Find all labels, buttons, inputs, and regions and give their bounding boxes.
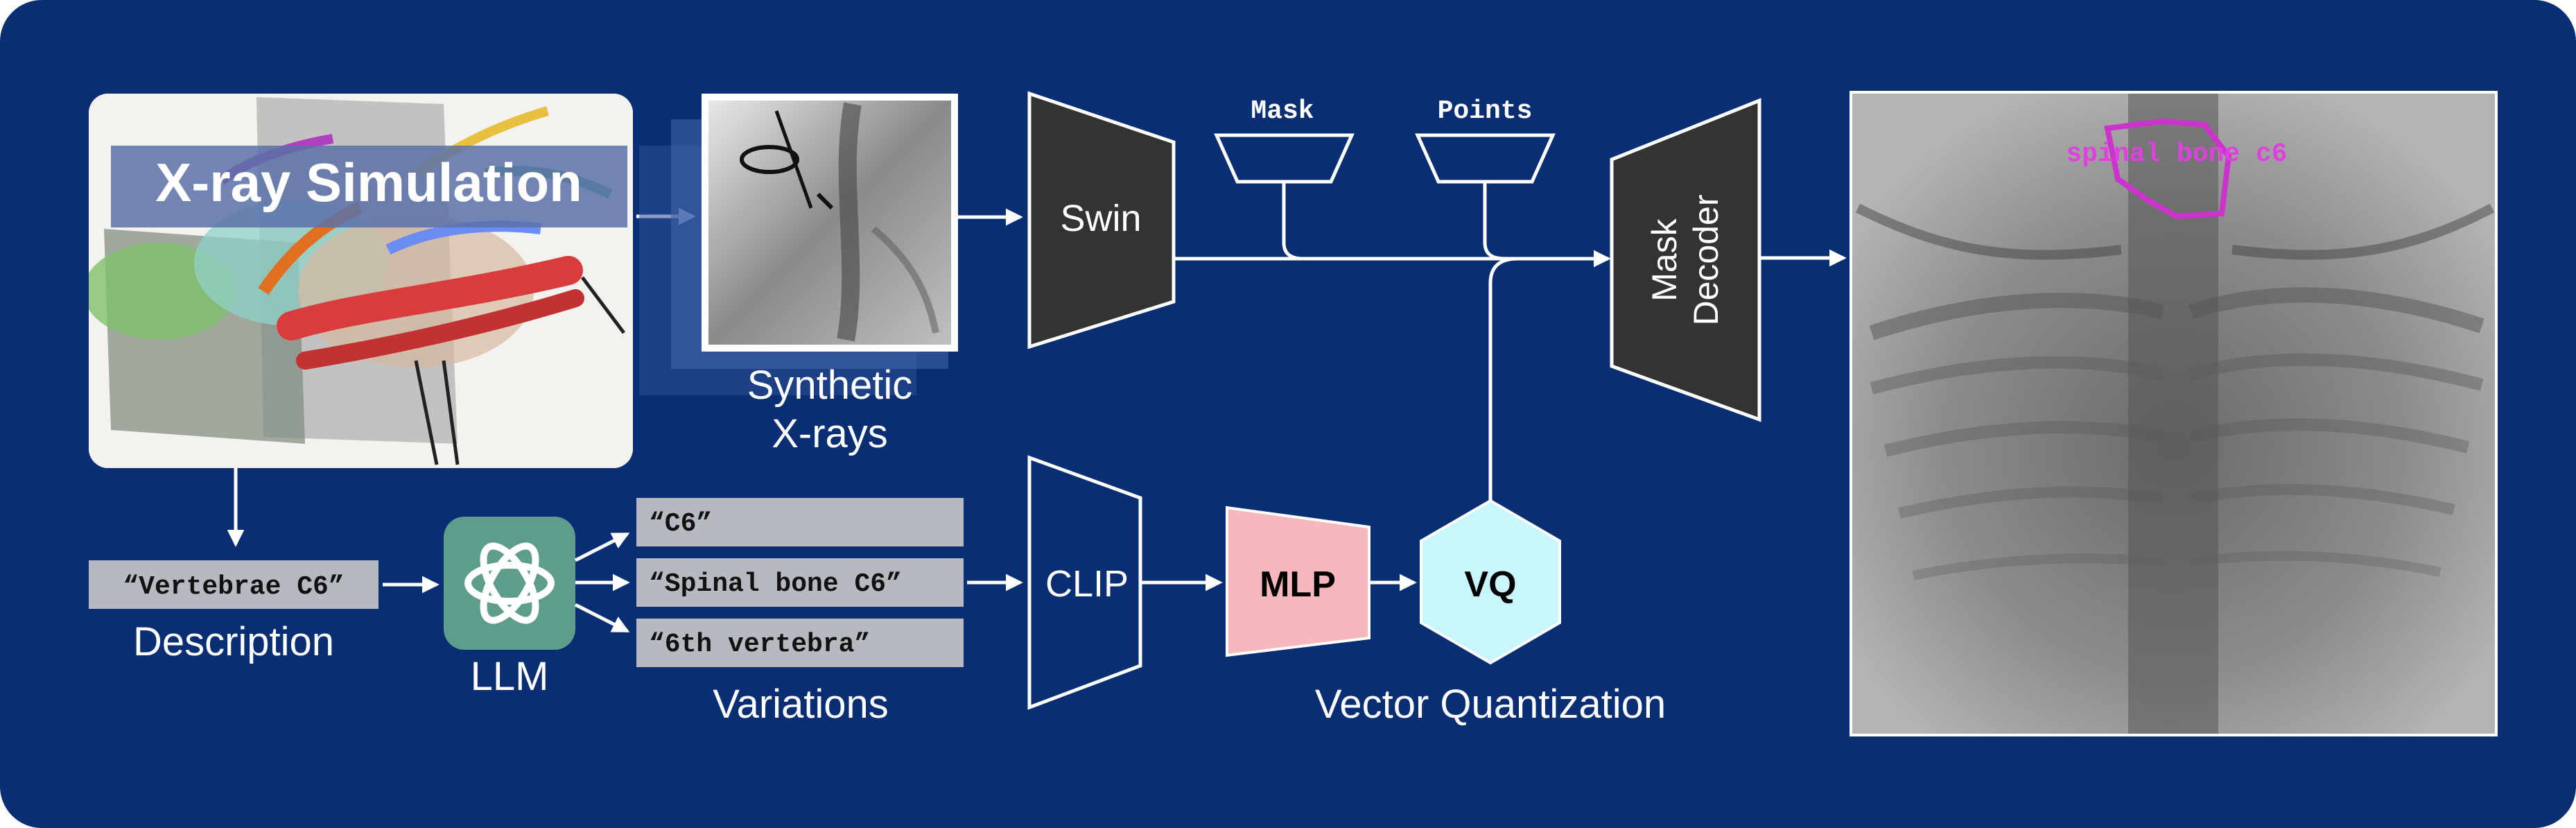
arrow-vq-to-decoder (1488, 257, 1519, 501)
variation-chip (636, 558, 964, 607)
simulation-title-band (111, 146, 627, 227)
synthetic-label-line1: Synthetic (747, 363, 913, 408)
openai-logo-icon (464, 542, 555, 624)
vq-block (1420, 499, 1561, 665)
synthetic-xray-image (708, 101, 951, 345)
points-prompt-label: Points (1438, 96, 1533, 126)
arrow-llm-to-variation-1 (574, 532, 630, 562)
decoder-label-line2: Decoder (1687, 195, 1725, 326)
output-xray-panel: spinal bone c6 (1850, 91, 2498, 736)
variation-chip (636, 498, 964, 546)
arrow-llm-to-variation-3 (574, 603, 630, 633)
output-xray-image (1852, 94, 2495, 734)
swin-encoder-block (1027, 91, 1176, 350)
segmentation-label: spinal bone c6 (2066, 139, 2287, 169)
simulation-title: X-ray Simulation (155, 152, 582, 213)
description-chip (89, 560, 378, 609)
clip-encoder-block (1027, 455, 1142, 710)
synthetic-label-line2: X-rays (772, 411, 888, 456)
variation-text: “6th vertebra” (649, 630, 870, 659)
mask-prompt-encoder: Mask (1214, 96, 1355, 261)
variation-chip (636, 619, 964, 667)
variations-list: “C6” “Spinal bone C6” “6th vertebra” (636, 498, 964, 667)
points-prompt-encoder: Points (1415, 96, 1556, 261)
variation-text: “C6” (649, 509, 712, 539)
mlp-block (1226, 506, 1370, 657)
llm-label: LLM (471, 654, 549, 699)
synthetic-xray-stack (639, 94, 958, 395)
swin-label: Swin (1060, 198, 1141, 239)
mlp-label: MLP (1260, 564, 1336, 605)
mask-decoder-block (1610, 98, 1761, 422)
mask-prompt-label: Mask (1251, 96, 1314, 126)
vq-caption: Vector Quantization (1315, 682, 1666, 727)
decoder-label-line1: Mask (1645, 218, 1684, 301)
llm-box (444, 517, 575, 650)
description-caption: Description (133, 619, 334, 664)
variation-text: “Spinal bone C6” (649, 569, 902, 599)
xray-simulation-panel: X-ray Simulation (89, 94, 633, 468)
vq-label: VQ (1464, 564, 1516, 605)
description-chip-text: “Vertebrae C6” (123, 572, 344, 602)
segmentation-mask-outline (2104, 118, 2232, 220)
clip-label: CLIP (1045, 563, 1129, 605)
variations-caption: Variations (713, 682, 889, 727)
